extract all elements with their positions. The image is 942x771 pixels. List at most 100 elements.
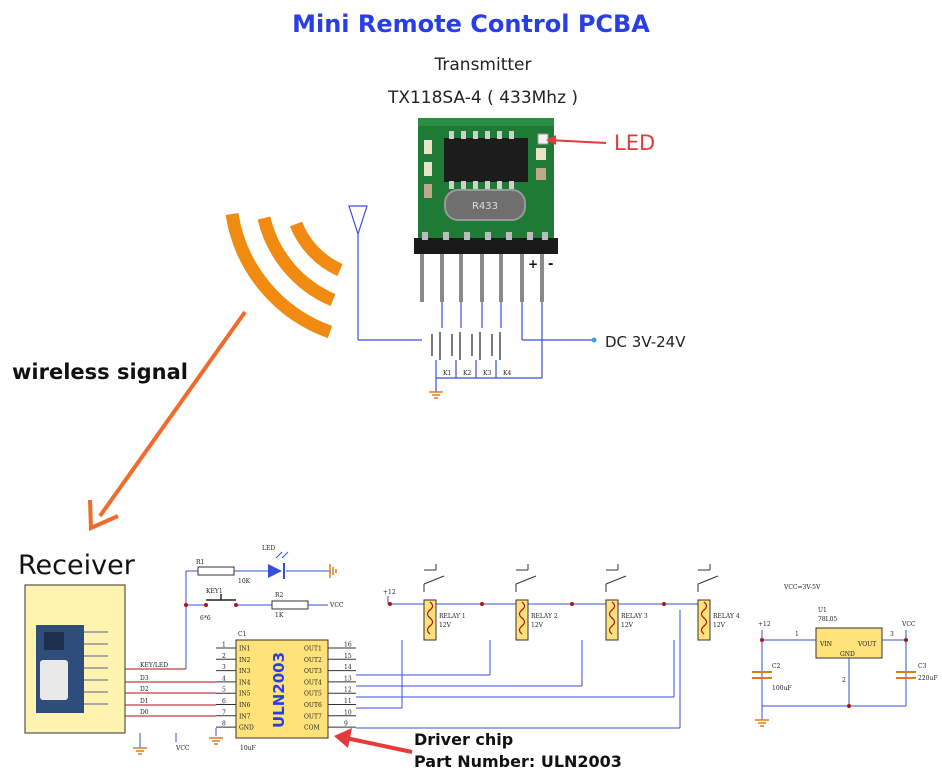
svg-text:R2: R2 [275, 592, 284, 599]
chip-output-label: OUT4 [304, 679, 322, 686]
power-label: DC 3V-24V [605, 333, 686, 351]
chip-input-label: IN6 [239, 702, 251, 709]
vcc-note: VCC=3V-5V [783, 584, 821, 591]
chip-pin-number: 3 [222, 664, 226, 671]
relay-name: RELAY 4 [713, 613, 740, 620]
chip-output-label: OUT7 [304, 713, 322, 720]
receiver-power [139, 733, 177, 748]
relay-coil-winding [700, 601, 708, 635]
relay-voltage: 12V [621, 622, 634, 629]
receiver-module [24, 584, 126, 734]
chip-output-label: OUT5 [304, 691, 322, 698]
svg-text:C2: C2 [772, 663, 781, 670]
svg-text:KEY1: KEY1 [206, 588, 223, 595]
relay-1: RELAY 1 12V [388, 564, 466, 641]
driver-chip-label: Driver chip [414, 730, 514, 749]
ground-symbol [329, 564, 337, 578]
crystal-resonator [444, 189, 526, 221]
svg-text:R1: R1 [196, 559, 204, 566]
svg-text:C1: C1 [238, 631, 246, 638]
receiver-pin-label: D0 [140, 709, 149, 716]
junction-dot [480, 602, 484, 606]
svg-text:+: + [528, 257, 538, 271]
relay-name: RELAY 2 [531, 613, 558, 620]
chip-pin-number: 9 [344, 721, 348, 728]
svg-text:3: 3 [890, 631, 894, 638]
led-diode-icon [268, 551, 289, 579]
chip-output-label: COM [304, 725, 320, 732]
transmitter-model: TX118SA-4 ( 433Mhz ) [387, 88, 579, 108]
supply-label: +12 [383, 589, 396, 596]
chip-pin-number: 13 [344, 675, 352, 682]
chip-output-label: OUT3 [304, 668, 322, 675]
svg-text:R433: R433 [472, 201, 498, 212]
junction-dot [570, 602, 574, 606]
relay-voltage: 12V [439, 622, 452, 629]
antenna-icon [348, 205, 422, 341]
transmitter-board: R433 + - [414, 118, 558, 302]
ground-symbol [429, 391, 443, 399]
svg-text:+12: +12 [758, 621, 771, 628]
chip-input-label: IN7 [239, 713, 251, 720]
relay-coil-winding [608, 601, 616, 635]
key-label: K4 [503, 370, 511, 377]
relay-name: RELAY 1 [439, 613, 466, 620]
chip-output-label: OUT1 [304, 646, 322, 653]
relay-contact [423, 575, 445, 585]
receiver-pin-label: D1 [140, 698, 149, 705]
junction-dot [662, 602, 666, 606]
chip-pin-number: 1 [222, 642, 226, 649]
key-label: K2 [463, 370, 471, 377]
ground-symbol [755, 719, 769, 727]
chip-output-label: OUT2 [304, 657, 322, 664]
svg-text:VCC: VCC [329, 602, 344, 609]
svg-text:1K: 1K [275, 612, 284, 619]
svg-text:VCC: VCC [901, 621, 916, 628]
signal-arrow [88, 310, 247, 532]
receiver-pin-label: D2 [140, 686, 149, 693]
relay-contact [697, 575, 719, 585]
svg-text:1: 1 [795, 631, 799, 638]
relay-name: RELAY 3 [621, 613, 648, 620]
chip-pin-number: 12 [344, 687, 352, 694]
chip-pin-number: 15 [344, 653, 352, 660]
chip-name: ULN2003 [270, 652, 288, 728]
part-number-label: Part Number: ULN2003 [414, 752, 622, 771]
ground-symbol [209, 737, 223, 745]
chip-pin-number: 7 [222, 709, 226, 716]
relay-contact [515, 575, 537, 585]
encoder-ic [444, 138, 528, 182]
receiver-wires [125, 668, 216, 717]
svg-text:100uF: 100uF [772, 685, 791, 692]
capacitor-icon [752, 671, 916, 679]
regulator-wires [761, 630, 907, 720]
receiver-label: Receiver [18, 550, 135, 581]
chip-pin-number: 2 [222, 653, 226, 660]
svg-text:U1: U1 [818, 607, 827, 614]
chip-input-label: GND [239, 725, 254, 732]
key-led-circuit [185, 566, 330, 669]
relay-4: RELAY 4 12V [662, 564, 740, 641]
chip-pin-number: 6 [222, 698, 226, 705]
chip-pin-number: 4 [222, 675, 226, 682]
junction-dot [388, 602, 392, 606]
relay-voltage: 12V [713, 622, 726, 629]
led-component [537, 133, 549, 145]
key-label: K3 [483, 370, 491, 377]
led-ref-label: LED [262, 545, 275, 552]
page-title: Mini Remote Control PCBA [292, 10, 650, 38]
uln2003-chip: ULN2003 [235, 639, 329, 739]
receiver-pin-label: KEY/LED [140, 662, 168, 669]
ground-symbol [133, 747, 147, 755]
svg-text:VOUT: VOUT [857, 641, 876, 648]
transmitter-wiring [431, 302, 592, 392]
svg-text:10uF: 10uF [240, 745, 256, 752]
chip-pin-number: 8 [222, 721, 226, 728]
relay-coil-winding [426, 601, 434, 635]
svg-text:C3: C3 [918, 663, 927, 670]
relay-drive-wires [215, 610, 681, 736]
chip-pin-number: 5 [222, 687, 226, 694]
